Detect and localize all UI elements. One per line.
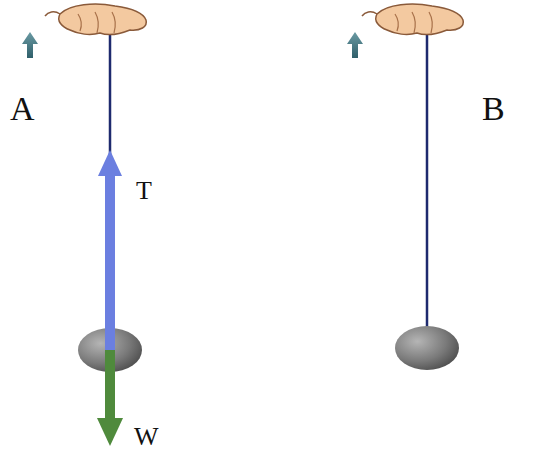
panel-label: A — [10, 92, 35, 126]
up-arrow — [347, 32, 363, 58]
force-label: T — [136, 178, 152, 204]
panel-label: B — [482, 92, 505, 126]
hand — [362, 4, 463, 34]
panel-b — [347, 4, 463, 370]
panel-a — [22, 4, 146, 446]
force-label: W — [134, 424, 159, 450]
up-arrow — [22, 32, 38, 58]
tension-arrow — [98, 150, 122, 350]
weight-arrow — [97, 350, 123, 446]
mass — [395, 326, 459, 370]
hand — [45, 4, 146, 34]
string — [426, 30, 429, 330]
